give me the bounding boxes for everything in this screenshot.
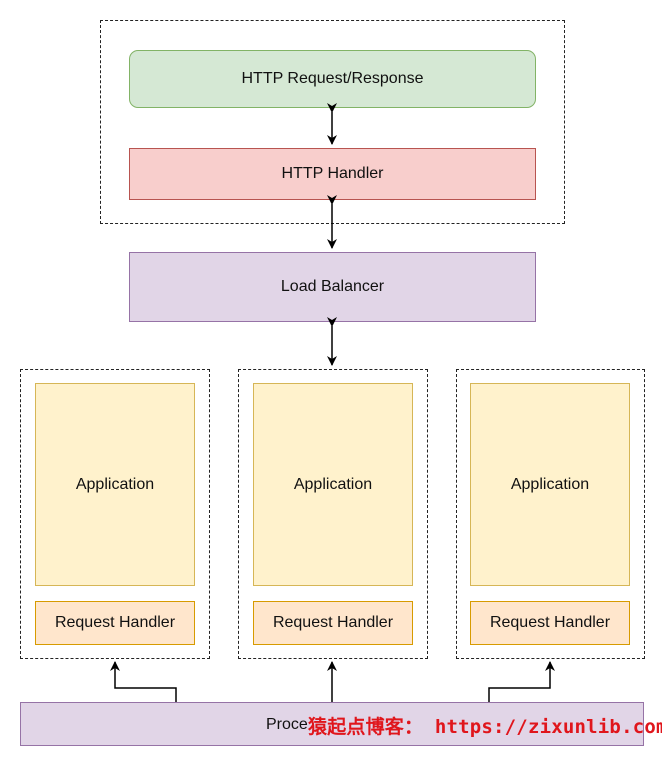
application-label-2: Application	[293, 475, 373, 493]
watermark-text: 猿起点博客： https://zixunlib.com/	[308, 716, 662, 738]
request-handler-label-2: Request Handler	[272, 614, 394, 631]
request-handler-node-1: Request Handler	[35, 601, 195, 645]
request-handler-node-3: Request Handler	[470, 601, 630, 645]
app-group-3	[456, 369, 645, 659]
request-handler-node-2: Request Handler	[253, 601, 413, 645]
http-request-response-label: HTTP Request/Response	[241, 70, 424, 87]
app-group-1	[20, 369, 210, 659]
application-node-1: Application	[35, 383, 195, 586]
process-bar-node	[20, 702, 644, 746]
http-handler-label: HTTP Handler	[281, 165, 384, 182]
load-balancer-label: Load Balancer	[280, 278, 385, 295]
application-label-1: Application	[75, 475, 155, 493]
process-bar-label: Proce	[266, 716, 308, 733]
application-label-3: Application	[510, 475, 590, 493]
app-group-2	[238, 369, 428, 659]
request-handler-label-3: Request Handler	[489, 614, 611, 631]
load-balancer-node: Load Balancer	[129, 252, 536, 322]
request-handler-label-1: Request Handler	[54, 614, 176, 631]
arrow-process-to-group-1	[110, 661, 177, 702]
application-node-2: Application	[253, 383, 413, 586]
arrow-process-to-group-3	[488, 661, 555, 702]
application-node-3: Application	[470, 383, 630, 586]
